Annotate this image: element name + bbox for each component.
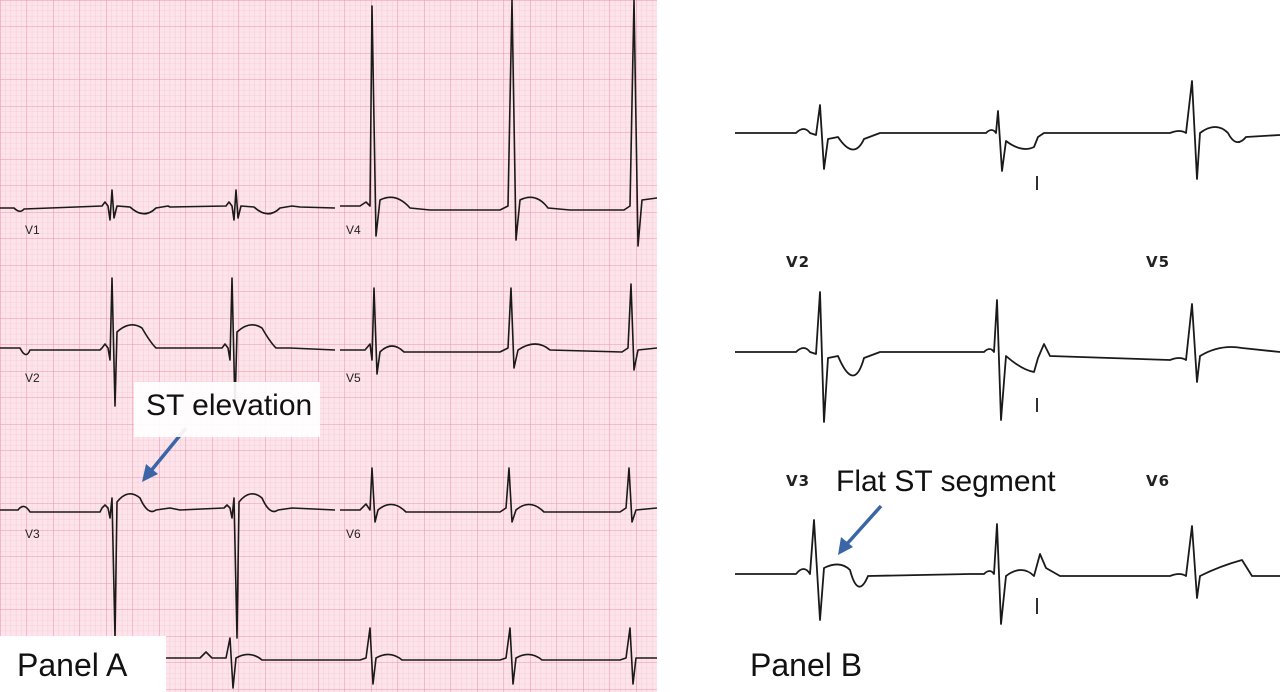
trace-b-row2 <box>735 291 1280 423</box>
trace-v4 <box>340 0 657 247</box>
panel-a-traces <box>0 0 657 689</box>
lead-label-b-v2: V2 <box>786 253 811 271</box>
flat-st-arrow <box>838 504 883 555</box>
st-elevation-annotation: ST elevation <box>134 382 321 437</box>
lead-label-v2: V2 <box>25 371 40 385</box>
lead-label-v1: V1 <box>25 223 40 237</box>
trace-b-row3 <box>735 519 1280 625</box>
lead-label-b-v3: V3 <box>786 472 811 490</box>
panel-b-traces <box>735 80 1280 625</box>
trace-rhythm <box>166 627 657 689</box>
lead-label-v5: V5 <box>346 371 361 385</box>
trace-b-row1 <box>735 80 1280 180</box>
lead-label-v3: V3 <box>25 527 40 541</box>
panel-b-label: Panel B <box>750 647 863 683</box>
lead-label-b-v5: V5 <box>1146 253 1171 271</box>
panel-a-label: Panel A <box>0 636 166 692</box>
panel-a: V1 V2 V3 V4 V5 V6 <box>0 0 657 692</box>
trace-v1 <box>0 189 336 221</box>
lead-label-v6: V6 <box>346 527 361 541</box>
panel-a-ecg <box>0 0 657 692</box>
panel-b: V2 V5 V3 V6 <box>700 0 1280 692</box>
trace-v5 <box>340 283 657 375</box>
flat-st-annotation: Flat ST segment <box>836 465 1056 498</box>
trace-v2 <box>0 277 336 407</box>
trace-v6 <box>340 467 657 523</box>
lead-label-b-v6: V6 <box>1146 472 1171 490</box>
lead-label-v4: V4 <box>346 223 361 237</box>
ecg-grid <box>0 0 657 692</box>
panel-b-ecg <box>700 0 1280 692</box>
trace-v3 <box>0 493 336 639</box>
